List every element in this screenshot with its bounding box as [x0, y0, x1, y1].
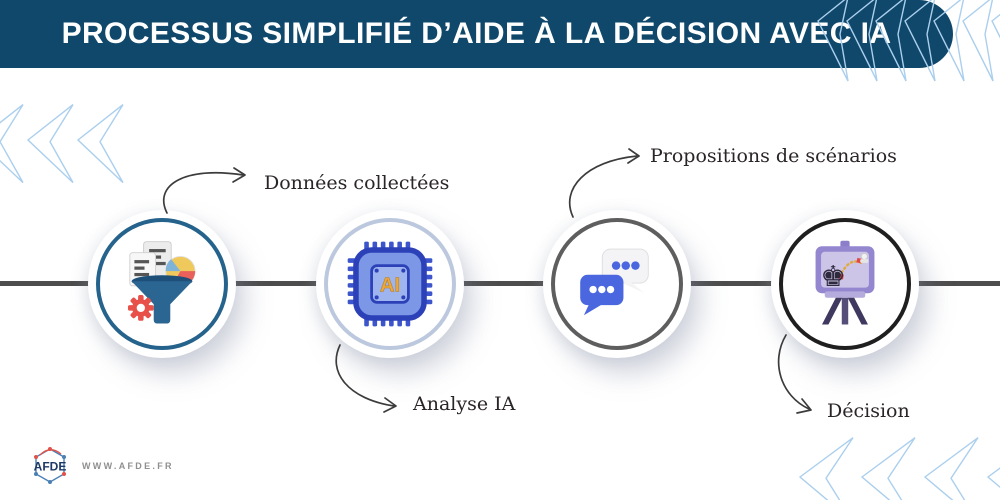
arrow-to-label-1 [162, 167, 246, 214]
footer: AFDE WWW.AFDE.FR [30, 446, 174, 486]
step-node-analyse-ia: AI [316, 210, 464, 358]
step-ring: AI [324, 218, 456, 350]
website-url: WWW.AFDE.FR [82, 461, 174, 471]
chevron-decoration [76, 104, 124, 184]
chevron-decoration [0, 104, 24, 184]
arrow-to-label-3 [568, 148, 640, 218]
chess-piece-glyph: ♚ [820, 260, 846, 293]
afde-logo-text: AFDE [34, 460, 67, 474]
step-node-donnees-collectees [88, 210, 236, 358]
step-label-propositions: Propositions de scénarios [650, 145, 897, 167]
chevron-decoration [860, 437, 916, 500]
step-label-decision: Décision [827, 400, 910, 422]
chevron-decoration [991, 13, 1000, 39]
step-node-propositions [543, 210, 691, 358]
ai-chip-icon: AI [347, 241, 433, 327]
ai-chip-label: AI [380, 274, 400, 296]
step-node-decision: ♚ [771, 210, 919, 358]
step-label-analyse-ia: Analyse IA [413, 393, 516, 415]
page-title: PROCESSUS SIMPLIFIÉ D’AIDE À LA DÉCISION… [61, 17, 892, 50]
step-ring: ♚ [779, 218, 911, 350]
chevron-decoration [986, 467, 1000, 489]
chevron-decoration [923, 437, 979, 500]
data-collection-funnel-icon [127, 241, 196, 324]
chevron-decoration [26, 104, 74, 184]
chevron-decoration [798, 437, 854, 500]
afde-logo-icon: AFDE [34, 447, 67, 484]
chevron-decoration [962, 0, 994, 82]
step-ring [551, 218, 683, 350]
step-ring [96, 218, 228, 350]
step-label-donnees-collectees: Données collectées [264, 172, 450, 194]
process-timeline [0, 281, 1000, 286]
chat-bubbles-icon [580, 248, 649, 316]
strategy-board-icon: ♚ [815, 240, 875, 325]
title-banner: PROCESSUS SIMPLIFIÉ D’AIDE À LA DÉCISION… [0, 0, 953, 68]
